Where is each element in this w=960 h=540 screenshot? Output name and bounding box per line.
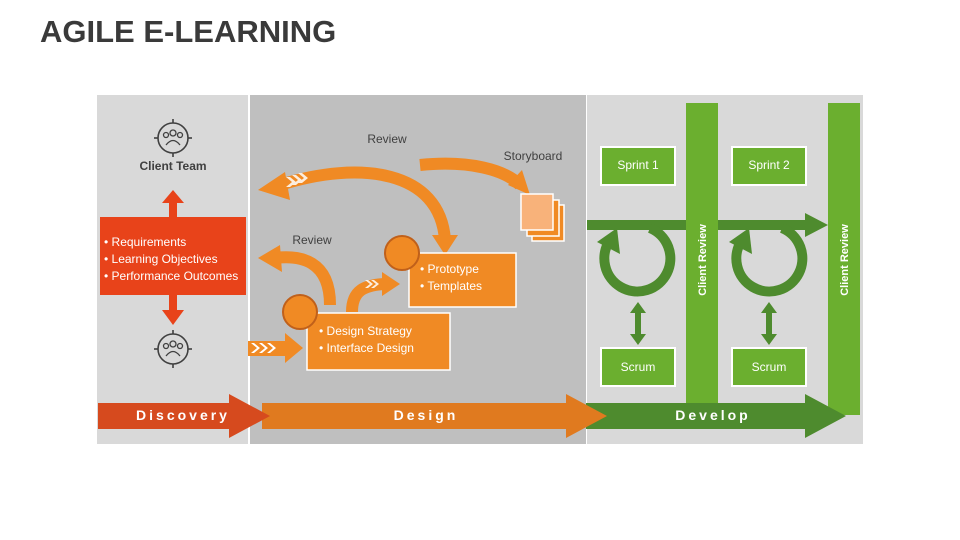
sprint-cycle-1 (597, 223, 676, 297)
design-box (306, 312, 451, 371)
phase-label-discovery: Discovery (136, 407, 230, 423)
storyboard-label: Storyboard (504, 149, 563, 163)
prototype-item: • Prototype (420, 262, 479, 276)
client-team-icon-bottom (154, 330, 192, 368)
prototype-circle (384, 235, 420, 271)
prototype-box (408, 252, 517, 308)
scrum-arrow-1 (630, 302, 646, 345)
sprint-2-label: Sprint 2 (748, 158, 790, 172)
design-item: • Design Strategy (319, 324, 412, 338)
requirement-item: • Requirements (104, 235, 186, 249)
review-label-middle: Review (292, 233, 332, 247)
review-label-top: Review (367, 132, 407, 146)
scrum-arrow-2 (761, 302, 777, 345)
entry-arrow (248, 333, 303, 363)
scrum-1-box (600, 347, 676, 387)
review-loop-top (258, 157, 530, 255)
storyboard-icon (520, 193, 565, 242)
design-item: • Interface Design (319, 341, 414, 355)
sprint-cycle-2 (729, 223, 808, 297)
design-circle (282, 294, 318, 330)
page-title: AGILE E-LEARNING (40, 14, 337, 49)
sprint-2-box (731, 146, 807, 186)
client-review-label-1: Client Review (697, 224, 709, 296)
phase-arrow-develop (586, 394, 846, 438)
phase-arrow-discovery (98, 394, 270, 438)
up-arrow (162, 190, 184, 217)
sprint-1-box (600, 146, 676, 186)
down-arrow (162, 295, 184, 325)
phase-arrow-design (262, 394, 607, 438)
design-to-prototype-arrow (346, 272, 400, 313)
client-team-icon-top (154, 119, 192, 157)
scrum-1-label: Scrum (621, 360, 656, 374)
scrum-2-box (731, 347, 807, 387)
sprint-1-label: Sprint 1 (617, 158, 659, 172)
requirements-box (100, 217, 246, 295)
requirement-item: • Learning Objectives (104, 252, 218, 266)
scrum-2-label: Scrum (752, 360, 787, 374)
phase-label-develop: Develop (675, 407, 750, 423)
client-review-bar-2 (828, 103, 860, 415)
review-loop-middle (258, 245, 336, 306)
prototype-item: • Templates (420, 279, 482, 293)
requirement-item: • Performance Outcomes (104, 269, 238, 283)
client-review-label-2: Client Review (839, 224, 851, 296)
client-team-label: Client Team (139, 159, 206, 173)
client-review-bar-1 (686, 103, 718, 415)
phase-label-design: Design (394, 407, 459, 423)
